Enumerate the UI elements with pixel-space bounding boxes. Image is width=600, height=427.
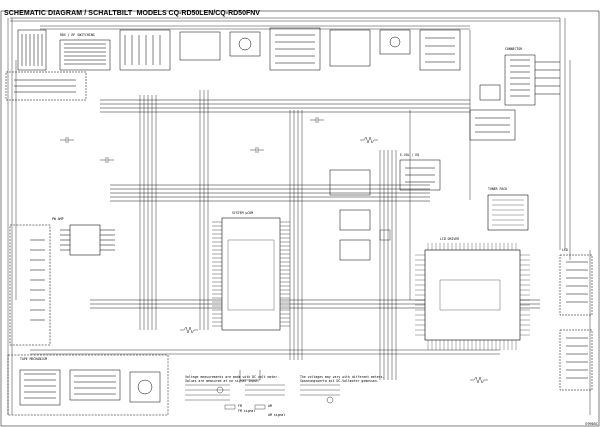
label-rds: RDS / RF SWITCHING <box>60 33 95 37</box>
diagram-title-main: SCHEMATIC DIAGRAM / SCHALTBILT <box>4 10 133 17</box>
block-tape-mech <box>7 354 169 416</box>
label-tape-mech: TAPE MECHANISM <box>20 357 47 361</box>
block-top-right <box>479 54 560 106</box>
legend-fm-label: FM <box>238 404 242 408</box>
legend-fm-meaning: FM signal <box>238 409 256 413</box>
note-3: The voltages may vary with different met… <box>300 375 385 379</box>
block-system-cpu <box>212 217 290 331</box>
vbus-b <box>199 90 209 330</box>
sheet-frame <box>0 10 600 427</box>
block-power-amp <box>9 224 115 346</box>
block-tuner <box>487 194 529 231</box>
legend-am-label: AM <box>268 404 272 408</box>
block-top-left <box>5 29 111 101</box>
legend-am-meaning: AM signal <box>268 413 286 417</box>
note-4: Spannungswerte mit DC-Voltmeter gemessen… <box>300 379 379 383</box>
label-connector: CONNECTOR <box>505 47 523 51</box>
left-rails <box>7 18 17 415</box>
note-1: Voltage measurements are made with DC vo… <box>185 375 280 379</box>
label-tuner: TUNER PACK <box>488 187 508 191</box>
page-code: E9905C <box>585 422 598 426</box>
label-eq: E-VOL / EQ <box>400 153 420 157</box>
vbus-d <box>379 150 397 380</box>
notes-area <box>185 384 340 410</box>
right-rails <box>559 18 591 415</box>
diagram-title-models: MODELS CQ-RD50LEN/CQ-RD50FNV <box>136 10 260 17</box>
note-2: Values are measured at no signal input. <box>185 379 260 383</box>
block-connector-right <box>559 254 593 391</box>
label-system-cpu: SYSTEM µCOM <box>232 211 254 215</box>
label-lcd: LCD <box>562 248 568 252</box>
diagram-title: SCHEMATIC DIAGRAM / SCHALTBILT MODELS CQ… <box>4 2 260 20</box>
vbus-c <box>289 110 303 360</box>
label-power-amp: PW AMP <box>52 217 64 221</box>
bottom-bus <box>30 349 500 355</box>
block-eq <box>329 109 516 261</box>
mid-bus-2 <box>110 184 430 202</box>
top-bus <box>10 17 560 30</box>
vbus-a <box>139 95 157 330</box>
block-lcd-driver <box>415 243 530 350</box>
block-top-middle <box>119 27 461 71</box>
label-lcd-driver: LCD DRIVER <box>440 237 460 241</box>
mid-bus-1 <box>100 99 470 113</box>
